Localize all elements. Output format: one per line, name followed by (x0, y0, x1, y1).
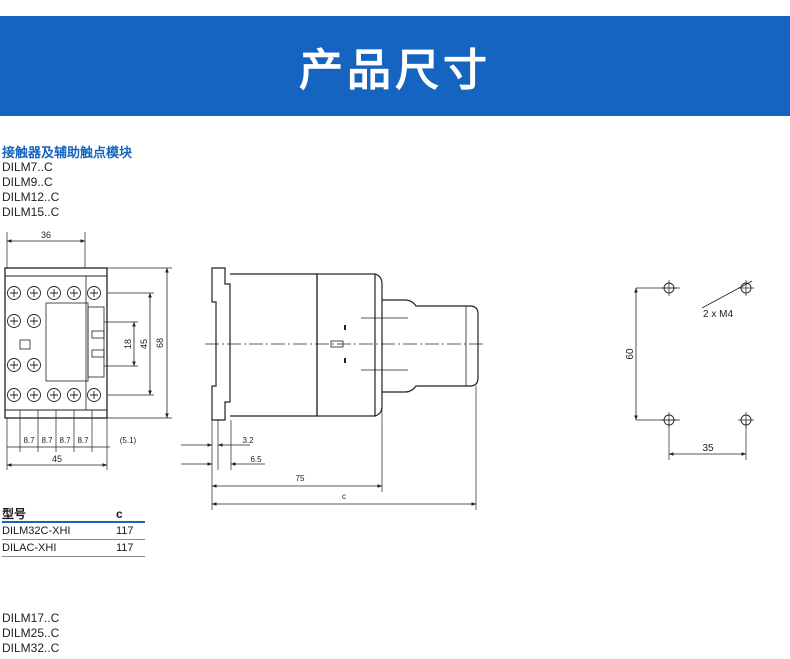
mounting-hole (661, 280, 677, 296)
dim-vertical-60: 60 (625, 348, 636, 360)
mounting-hole (661, 412, 677, 428)
model-item: DILM7..C (2, 160, 53, 174)
front-view (4, 232, 172, 470)
dim-offset-3-2: 3.2 (242, 436, 254, 445)
dim-offset-6-5: 6.5 (250, 455, 262, 464)
table-header-row: 型号 c (2, 506, 145, 523)
model-list-top: DILM7..C DILM9..C DILM12..C DILM15..C (2, 160, 59, 220)
model-item: DILM15..C (2, 205, 60, 219)
dim-height-45: 45 (139, 339, 149, 349)
table-cell-model: DILAC-XHI (2, 542, 57, 554)
dim-pitch: 8.7 (41, 436, 53, 445)
mounting-pattern (634, 280, 754, 460)
banner-title: 产品尺寸 (299, 45, 491, 96)
model-item: DILM17..C (2, 611, 60, 625)
model-item: DILM12..C (2, 190, 60, 204)
table-cell-c: 117 (116, 525, 134, 537)
dim-width-36: 36 (41, 230, 51, 240)
dim-pitch: 8.7 (23, 436, 35, 445)
dim-depth-c: c (342, 492, 346, 501)
front-view-labels: 36 68 45 18 8.7 8.7 8.7 8.7 (5.1) 45 (23, 230, 165, 464)
dimension-table: 型号 c DILM32C-XHI 117 DILAC-XHI 117 (2, 506, 145, 557)
dim-height-18: 18 (123, 339, 133, 349)
mounting-hole (738, 280, 754, 296)
table-cell-model: DILM32C-XHI (2, 525, 71, 537)
dim-horizontal-35: 35 (702, 443, 714, 454)
dim-extra: (5.1) (120, 436, 137, 445)
mounting-hole (738, 412, 754, 428)
table-row: DILM32C-XHI 117 (2, 523, 145, 540)
model-item: DILM32..C (2, 641, 60, 655)
dim-pitch: 8.7 (59, 436, 71, 445)
section-title: 接触器及辅助触点模块 (2, 146, 133, 161)
dim-height-68: 68 (155, 338, 165, 348)
dim-pitch: 8.7 (77, 436, 89, 445)
table-header-model: 型号 (2, 507, 27, 521)
header-banner: 产品尺寸 (0, 16, 790, 116)
side-view-labels: 3.2 6.5 75 c (242, 436, 346, 501)
table-header-c: c (116, 506, 123, 521)
mounting-labels: 2 x M4 60 35 (625, 309, 733, 454)
table-cell-c: 117 (116, 542, 134, 554)
model-item: DILM9..C (2, 175, 53, 189)
hole-size-label: 2 x M4 (703, 309, 733, 320)
dim-depth-75: 75 (296, 474, 305, 483)
table-row: DILAC-XHI 117 (2, 540, 145, 557)
side-view (211, 267, 479, 421)
model-item: DILM25..C (2, 626, 60, 640)
model-list-bottom: DILM17..C DILM25..C DILM32..C (2, 611, 59, 656)
dim-bottom-width-45: 45 (52, 454, 62, 464)
side-view-dims (181, 317, 485, 510)
